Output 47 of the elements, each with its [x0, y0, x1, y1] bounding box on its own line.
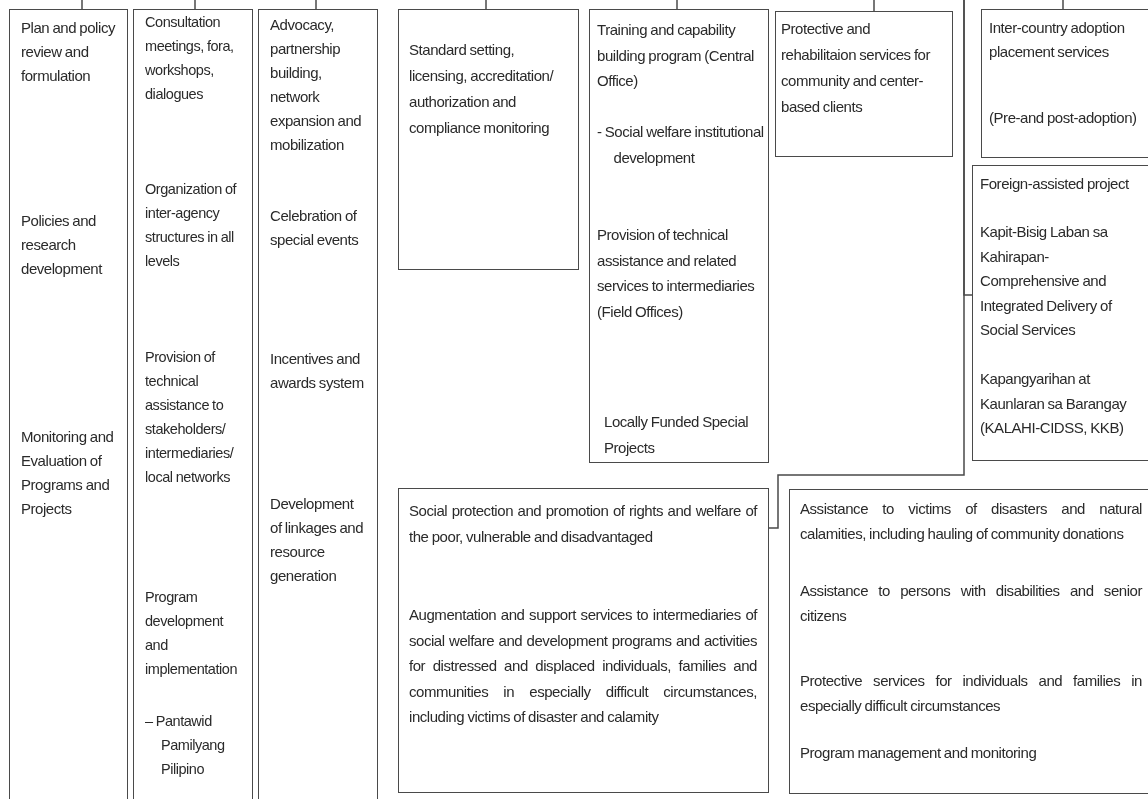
connector-line [768, 0, 965, 529]
node-text: Inter-country adoption placement services [989, 18, 1126, 62]
column-box [9, 9, 128, 799]
node-text: Assistance to persons with disabilities and senior citizens [800, 581, 1142, 626]
node-text: Foreign-assisted project [980, 174, 1130, 194]
connector-line [873, 0, 875, 12]
process-box [981, 9, 1148, 158]
node-text: (Pre-and post-adoption) [989, 108, 1138, 128]
node-text: Protective and rehabilitaion services for community and center-based clients [781, 19, 932, 117]
connector-line [485, 0, 487, 10]
connector-line [676, 0, 678, 10]
node-text: Development of linkages and resource generation [270, 494, 365, 586]
node-text: – Pantawid Pamilyang Pilipino [145, 712, 226, 779]
node-text: Monitoring and Evaluation of Programs and Projects [21, 427, 115, 519]
connector-line [315, 0, 317, 10]
node-text: - Social welfare institutional development [597, 122, 765, 168]
node-text: Provision of technical assistance and related services to intermediaries (Field Offices) [597, 225, 756, 322]
node-text: Advocacy, partnership building, network expansion and mobilization [270, 15, 363, 155]
node-text: Locally Funded Special Projects [604, 412, 750, 458]
process-box [775, 11, 953, 157]
node-text: Social protection and promotion of rights and welfare of the poor, vulnerable and disadvantaged [409, 501, 757, 547]
node-text: Training and capability building program (Central Office) [597, 20, 755, 91]
node-text: Kapangyarihan at Kaunlaran sa Barangay (KALAHI-CIDSS, KKB) [980, 369, 1128, 438]
node-text: Standard setting, licensing, accreditation/ authorization and compliance monitoring [409, 40, 555, 138]
node-text: Policies and research development [21, 211, 104, 279]
process-box [972, 165, 1148, 461]
node-text: Augmentation and support services to intermediaries of social welfare and development programs and activities for distressed and displaced individuals, families and communities in especially difficult circumstances, including victims of disaster and calamity [409, 605, 757, 727]
process-box [398, 9, 579, 270]
node-text: Program management and monitoring [800, 743, 1038, 763]
process-box [589, 9, 769, 463]
node-text: Organization of inter-agency structures in all levels [145, 180, 238, 271]
node-text: Incentives and awards system [270, 349, 365, 393]
node-text: Celebration of special events [270, 206, 360, 250]
node-text: Consultation meetings, fora, workshops, dialogues [145, 13, 235, 104]
connector-line [194, 0, 196, 10]
process-box [398, 488, 769, 793]
node-text: Plan and policy review and formulation [21, 18, 115, 86]
connector-line [81, 0, 83, 10]
column-box [258, 9, 378, 799]
column-box [133, 9, 253, 799]
node-text: Kapit-Bisig Laban sa Kahirapan-Comprehensive and Integrated Delivery of Social Services [980, 222, 1114, 340]
node-text: Assistance to victims of disasters and natural calamities, including hauling of community donations [800, 499, 1142, 544]
node-text: Protective services for individuals and families in especially difficult circumstances [800, 671, 1142, 716]
connector-line [1062, 0, 1064, 10]
node-text: Program development and implementation [145, 588, 239, 679]
process-box [789, 489, 1148, 794]
node-text: Provision of technical assistance to stakeholders/ intermediaries/ local networks [145, 348, 235, 487]
